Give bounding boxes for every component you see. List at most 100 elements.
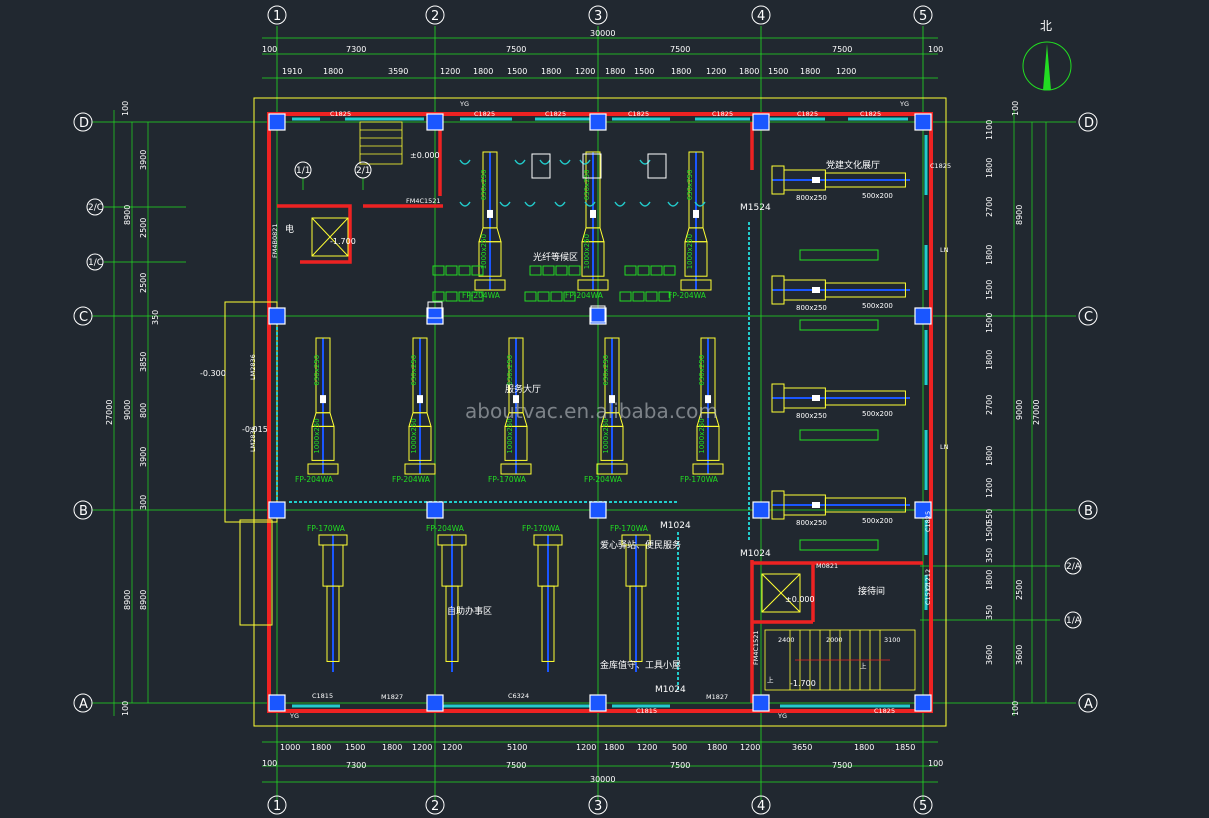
grid-label-x: 1 xyxy=(273,799,281,814)
grid-bubble xyxy=(425,795,445,815)
dim-left-inner: 3900 xyxy=(139,447,148,467)
window-tag: C1825 xyxy=(930,162,951,170)
grid-bubble xyxy=(751,795,771,815)
column xyxy=(589,113,607,131)
benches xyxy=(427,153,667,323)
axis-grid xyxy=(92,26,1076,800)
fan-coil-unit-horizontal: 800x250 500x200 xyxy=(771,275,910,312)
fp-label: FP-204WA xyxy=(668,291,707,300)
dim-right-inner: 1500 xyxy=(985,280,994,300)
furniture xyxy=(432,249,879,551)
duct-size-label: 500x200 xyxy=(862,192,893,200)
dim-left-inner: 3850 xyxy=(139,352,148,372)
yg-tag: YG xyxy=(899,100,909,108)
duct-size-label: 500x200 xyxy=(862,302,893,310)
dim-left-edge: 100 xyxy=(121,101,130,116)
dim-bottom-detail: 5100 xyxy=(507,743,527,752)
dim-top-detail: 1200 xyxy=(575,67,595,76)
grid-label-y: D xyxy=(1084,116,1094,131)
fan-coil-unit-lower: FP-204WA xyxy=(426,524,467,672)
grid-label-x: 1 xyxy=(273,9,281,24)
duct-size-label: 800x250 xyxy=(796,304,827,312)
dim-left-inner: 2500 xyxy=(139,273,148,293)
grid-sub-bubble xyxy=(294,161,312,179)
dim-bottom-detail: 1800 xyxy=(382,743,402,752)
stair-label: 3100 xyxy=(884,636,901,644)
dim-left-inner: 300 xyxy=(139,495,148,510)
fan-coil-unit-lower: FP-170WA xyxy=(307,524,348,672)
dim-top-edge: 100 xyxy=(928,45,943,54)
room-label-meeting: 接待间 xyxy=(858,585,885,597)
grid-bubble xyxy=(1078,306,1098,326)
dim-top-detail: 1800 xyxy=(739,67,759,76)
grid-bubble xyxy=(73,693,93,713)
column xyxy=(268,694,286,712)
column xyxy=(914,501,932,519)
dim-bottom-detail: 3650 xyxy=(792,743,812,752)
dim-left-inner: 2500 xyxy=(139,218,148,238)
fp-label: FP-170WA xyxy=(488,475,527,484)
dim-bottom-total: 30000 xyxy=(590,775,615,784)
window-tag: C1825 xyxy=(924,511,932,532)
door-tag: M1827 xyxy=(381,693,403,701)
dim-left-outer: 27000 xyxy=(105,400,114,425)
duct-size-label: 630x250 xyxy=(410,355,418,386)
dim-bottom-detail: 1200 xyxy=(740,743,760,752)
duct-size-label: 630x250 xyxy=(480,169,488,200)
dim-right-inner: 2700 xyxy=(985,197,994,217)
duct-size-label: 1000x250 xyxy=(480,234,488,269)
grid-label-y: C xyxy=(79,310,88,325)
door-tag: M1024 xyxy=(660,521,691,531)
dim-left-inner: 800 xyxy=(139,403,148,418)
door-tag: FM4B0821 xyxy=(271,224,279,258)
structural-columns xyxy=(268,113,932,712)
fp-label: FP-204WA xyxy=(565,291,604,300)
grid-sub-label: 1/1 xyxy=(296,166,310,176)
grid-sub-label: 1/C xyxy=(88,258,103,268)
dim-bottom-edge: 100 xyxy=(262,759,277,768)
grid-label-y: B xyxy=(1084,504,1093,519)
level-mark: -1.700 xyxy=(330,237,356,246)
dim-right-edge: 100 xyxy=(1011,701,1020,716)
grid-bubble xyxy=(1078,693,1098,713)
grid-sub-bubble xyxy=(1064,557,1082,575)
duct-size-label: 800x250 xyxy=(796,412,827,420)
door-tag: M1524 xyxy=(740,203,771,213)
dim-top-detail: 1500 xyxy=(634,67,654,76)
grid-bubble xyxy=(1078,112,1098,132)
column xyxy=(914,307,932,325)
dim-top-detail: 1800 xyxy=(800,67,820,76)
dim-bottom-main: 7500 xyxy=(832,761,852,770)
dim-right-inner: 1800 xyxy=(985,350,994,370)
ln-tag: LN xyxy=(940,246,949,254)
grid-bubble xyxy=(73,306,93,326)
fp-label: FP-170WA xyxy=(307,524,346,533)
grid-label-x: 2 xyxy=(431,9,439,24)
door-tag: LM2836 xyxy=(249,426,257,452)
duct-size-label: 1000x250 xyxy=(506,418,514,453)
grid-bubble xyxy=(73,112,93,132)
dim-top-detail: 1800 xyxy=(541,67,561,76)
grid-bubble xyxy=(267,795,287,815)
grid-sub-label: 2/C xyxy=(88,203,103,213)
door-tag: FM4C1521 xyxy=(752,630,760,665)
grid-bubble xyxy=(73,500,93,520)
window-tag: C1825 xyxy=(474,110,495,118)
room-label-reception: 爱心驿站、便民服务 xyxy=(600,539,681,551)
column xyxy=(426,113,444,131)
duct-size-label: 630x250 xyxy=(313,355,321,386)
duct-size-label: 630x250 xyxy=(583,169,591,200)
glass-partitions xyxy=(276,222,750,692)
duct-size-label: 1000x250 xyxy=(410,418,418,453)
column xyxy=(426,307,444,325)
grid-bubble xyxy=(588,795,608,815)
dim-left-mid: 8900 xyxy=(123,590,132,610)
duct-size-label: 630x250 xyxy=(602,355,610,386)
level-mark: -0.015 xyxy=(242,425,268,434)
level-mark: ±0.000 xyxy=(785,595,815,604)
stair-label: 2000 xyxy=(826,636,843,644)
